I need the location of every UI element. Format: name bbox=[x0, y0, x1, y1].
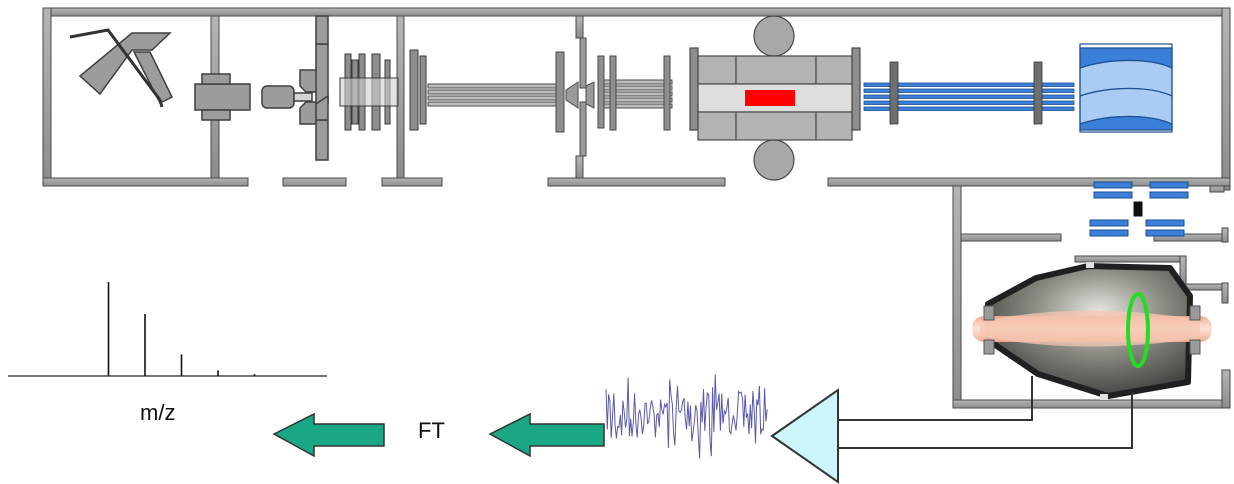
arrow-to-spectrum bbox=[272, 412, 385, 458]
ion-source-inlet bbox=[69, 15, 329, 161]
hcd-collision-cell bbox=[1079, 43, 1173, 133]
ion-guide-multipole bbox=[427, 37, 605, 157]
ft-label: FT bbox=[418, 418, 445, 443]
orbiting-ion-ring bbox=[1126, 292, 1150, 368]
mass-spectrum bbox=[8, 282, 327, 377]
arrow-to-ft bbox=[488, 412, 605, 458]
ion-cloud bbox=[745, 90, 795, 106]
hcd-ion-guide bbox=[863, 61, 1075, 125]
detection-wiring bbox=[838, 376, 1133, 449]
s-lens-rings bbox=[339, 49, 427, 131]
amplifier-triangle bbox=[770, 388, 839, 484]
c-trap bbox=[689, 15, 861, 181]
transient-signal bbox=[605, 374, 768, 459]
quadrupole bbox=[603, 55, 673, 131]
mz-axis-label: m/z bbox=[140, 400, 176, 425]
orbitrap-analyzer bbox=[972, 262, 1212, 400]
